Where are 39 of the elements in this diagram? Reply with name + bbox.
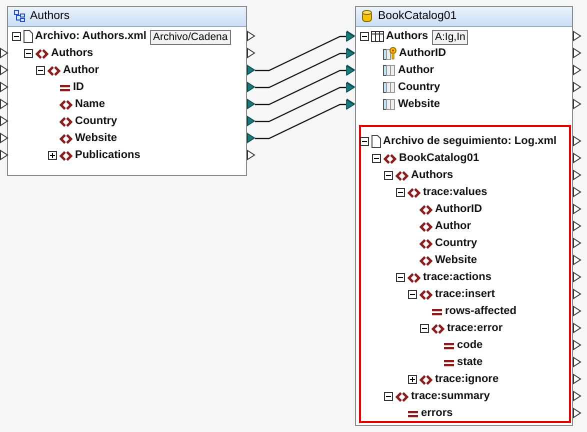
connector-line [255, 31, 354, 72]
item-name: Website [435, 253, 477, 268]
item-name: Archivo: Authors.xml [35, 29, 146, 44]
item-name: Publications [75, 148, 140, 163]
item-name: trace:values [423, 185, 488, 200]
item-name: BookCatalog01 [399, 151, 480, 166]
item-name: ID [73, 80, 84, 95]
item-name: Author [63, 63, 100, 78]
item-name: code [457, 338, 483, 353]
format-label: A:Ig,In [432, 30, 468, 45]
connector-line [255, 65, 354, 106]
item-name: Author [435, 219, 472, 234]
connector-line [255, 48, 354, 88]
item-name: Authors [386, 29, 428, 44]
component-title: Authors [30, 10, 70, 22]
item-name: Authors [51, 46, 94, 61]
item-name: state [457, 355, 483, 370]
item-name: trace:summary [411, 389, 490, 404]
item-name: Website [75, 131, 117, 146]
format-label: Archivo/Cadena [150, 30, 231, 45]
item-name: trace:insert [435, 287, 495, 302]
item-name: Author [398, 63, 434, 78]
item-name: Website [398, 97, 440, 112]
item-name: Authors [411, 168, 454, 183]
item-name: trace:ignore [435, 372, 499, 387]
item-name: errors [421, 406, 453, 421]
item-name: trace:actions [423, 270, 492, 285]
item-name: trace:error [447, 321, 503, 336]
connector-line [255, 82, 354, 122]
connector-line [255, 99, 354, 140]
item-name: Name [75, 97, 105, 112]
item-name: Archivo de seguimiento: Log.xml [383, 134, 557, 149]
item-name: Country [398, 80, 440, 95]
item-name: AuthorID [399, 46, 446, 61]
item-name: AuthorID [435, 202, 482, 217]
component-title: BookCatalog01 [378, 10, 457, 22]
item-name: rows-affected [445, 304, 517, 319]
item-name: Country [75, 114, 118, 129]
item-name: Country [435, 236, 478, 251]
